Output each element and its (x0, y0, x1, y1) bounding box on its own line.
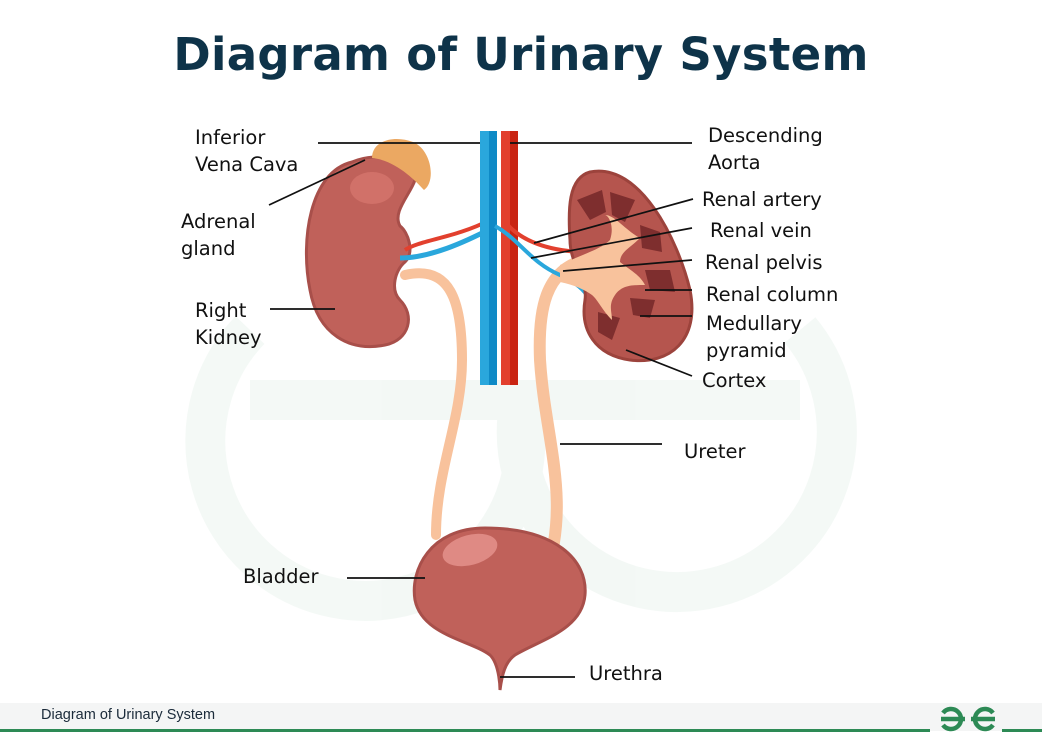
label-line: gland (181, 237, 236, 260)
label-cortex: Cortex (702, 369, 767, 392)
label-renal-vein: Renal vein (710, 219, 812, 242)
label-line: pyramid (706, 339, 787, 362)
label-ureter: Ureter (684, 440, 746, 463)
leader-adrenal (268, 159, 366, 206)
right-renal-artery (403, 218, 491, 252)
label-line: Descending (708, 124, 823, 147)
label-renal-column: Renal column (706, 283, 839, 306)
label-bladder: Bladder (243, 565, 319, 588)
adrenal-gland (372, 138, 431, 190)
left-renal-vein (494, 224, 592, 301)
label-line: Medullary (706, 312, 802, 335)
label-adrenal-gland: Adrenal gland (181, 208, 256, 262)
label-urethra: Urethra (589, 662, 663, 685)
medullary-pyramids (577, 190, 675, 340)
leader-lines (268, 142, 694, 678)
label-descending-aorta: Descending Aorta (708, 122, 823, 176)
label-line: Inferior (195, 126, 266, 149)
label-line: Aorta (708, 151, 761, 174)
bladder (412, 526, 587, 691)
label-line: Kidney (195, 326, 262, 349)
leader-renal-vein (530, 227, 693, 259)
label-medullary-pyramid: Medullary pyramid (706, 310, 802, 364)
leader-renal-pelvis (562, 259, 693, 272)
page-title: Diagram of Urinary System (173, 28, 869, 81)
ureter-left (533, 254, 591, 584)
leader-cortex (625, 349, 693, 377)
label-inferior-vena-cava: Inferior Vena Cava (195, 124, 298, 178)
label-renal-pelvis: Renal pelvis (705, 251, 823, 274)
right-renal-vein (399, 225, 494, 261)
gfg-logo-icon (941, 706, 995, 732)
right-kidney (304, 155, 417, 348)
label-right-kidney: Right Kidney (195, 297, 261, 351)
footer-caption: Diagram of Urinary System (41, 707, 216, 723)
label-line: Right (195, 299, 247, 322)
leader-renal-artery (533, 198, 694, 244)
footer-divider (0, 729, 930, 732)
ureter-right (400, 268, 468, 540)
label-line: Vena Cava (195, 153, 299, 176)
label-line: Adrenal (181, 210, 256, 233)
watermark-logo (185, 316, 857, 621)
label-renal-artery: Renal artery (702, 188, 822, 211)
footer-bar (0, 703, 1042, 731)
footer-divider-right (1002, 729, 1042, 732)
